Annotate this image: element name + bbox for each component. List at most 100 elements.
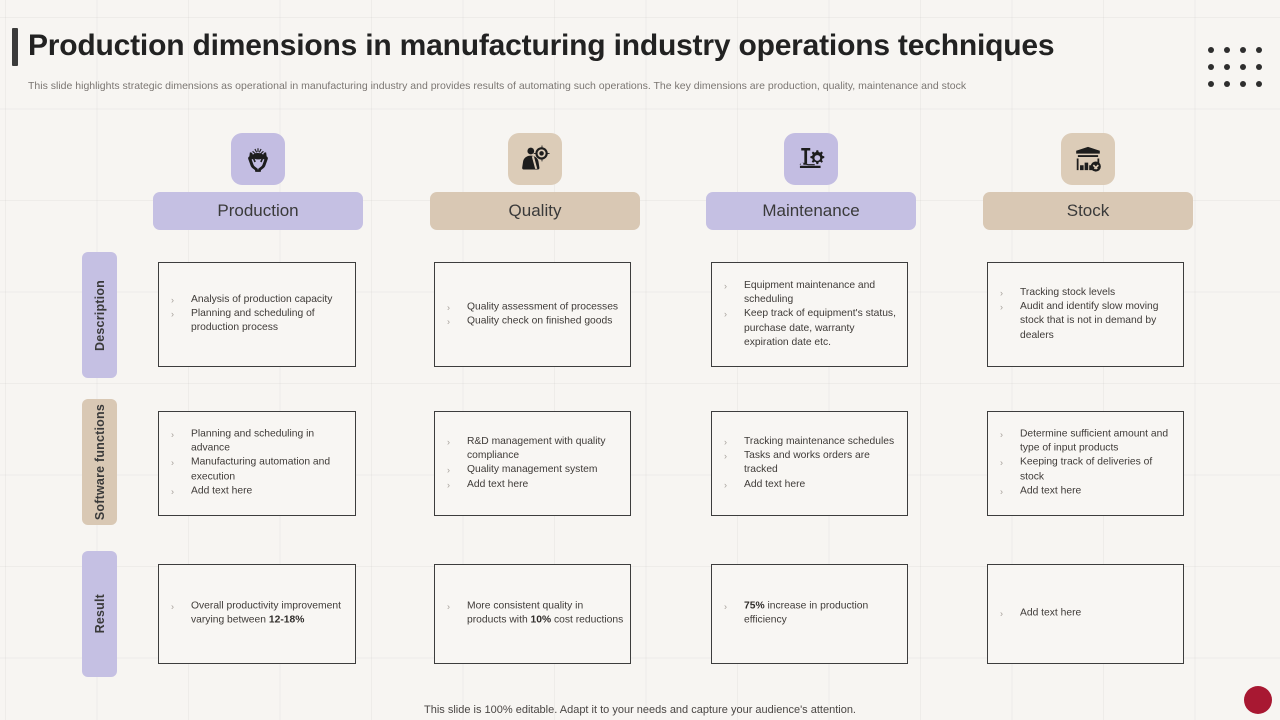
title-accent-bar bbox=[12, 28, 18, 66]
chevron-right-icon: › bbox=[1000, 608, 1003, 619]
list-item-text: Planning and scheduling of production pr… bbox=[191, 308, 315, 334]
dot bbox=[1208, 47, 1214, 53]
list-item: › Planning and scheduling of production p… bbox=[168, 307, 349, 335]
list-item: › More consistent quality in products wit… bbox=[444, 600, 624, 628]
list-item-text: Quality management system bbox=[467, 464, 598, 476]
dot bbox=[1208, 81, 1214, 87]
hands-gear-icon bbox=[243, 144, 273, 174]
list-item: ›Keep track of equipment's status, purch… bbox=[721, 307, 901, 350]
chevron-right-icon: › bbox=[724, 601, 727, 612]
list-item: › Add text here bbox=[444, 478, 624, 492]
content-cell[interactable]: ›Equipment maintenance and scheduling›Ke… bbox=[711, 262, 908, 367]
chevron-right-icon: › bbox=[447, 316, 450, 327]
column-header-maintenance[interactable]: Maintenance bbox=[706, 192, 916, 230]
content-cell[interactable]: › Determine sufficient amount and type of… bbox=[987, 411, 1184, 516]
list-item: › Determine sufficient amount and type of… bbox=[997, 427, 1177, 455]
chevron-right-icon: › bbox=[724, 451, 727, 462]
list-item-text: Add text here bbox=[191, 486, 253, 498]
chevron-right-icon: › bbox=[1000, 287, 1003, 298]
bullet-list: ›Tracking maintenance schedules›Tasks an… bbox=[721, 434, 901, 492]
dot bbox=[1256, 47, 1262, 53]
bullet-list: ›Quality assessment of processes›Quality… bbox=[444, 300, 624, 329]
chevron-right-icon: › bbox=[447, 465, 450, 476]
dot bbox=[1240, 81, 1246, 87]
list-item-text: Planning and scheduling in advance bbox=[191, 428, 315, 454]
list-item: ›Add text here bbox=[997, 485, 1177, 499]
bullet-list: ›R&D management with quality compliance›… bbox=[444, 434, 624, 492]
dot bbox=[1208, 64, 1214, 70]
chevron-right-icon: › bbox=[447, 479, 450, 490]
content-cell[interactable]: ›Tracking stock levels›Audit and identif… bbox=[987, 262, 1184, 367]
dot bbox=[1224, 81, 1230, 87]
emphasis-value: 10% bbox=[530, 614, 552, 626]
warehouse-remove-icon bbox=[1073, 144, 1103, 174]
list-item: ›Planning and scheduling in advance bbox=[168, 427, 349, 455]
list-item-text: Analysis of production capacity bbox=[191, 293, 333, 305]
chevron-right-icon: › bbox=[1000, 429, 1003, 440]
bullet-list: › More consistent quality in products wit… bbox=[444, 600, 624, 629]
chevron-right-icon: › bbox=[724, 436, 727, 447]
column-icon-tile-production bbox=[231, 133, 285, 185]
chevron-right-icon: › bbox=[447, 436, 450, 447]
column-icon-tile-stock bbox=[1061, 133, 1115, 185]
list-item-text: 75% increase in production efficiency bbox=[744, 600, 869, 626]
content-cell[interactable]: › More consistent quality in products wit… bbox=[434, 564, 631, 664]
hammer-gear-wrench-icon bbox=[796, 144, 826, 174]
list-item: ›Add text here bbox=[168, 485, 349, 499]
chevron-right-icon: › bbox=[447, 601, 450, 612]
content-cell[interactable]: ›Planning and scheduling in advance › Manu… bbox=[158, 411, 356, 516]
list-item: ›Overall productivity improvement varyin… bbox=[168, 600, 349, 628]
chevron-right-icon: › bbox=[1000, 458, 1003, 469]
row-label-text: Result bbox=[92, 594, 107, 634]
content-cell[interactable]: ›Quality assessment of processes›Quality… bbox=[434, 262, 631, 367]
column-header-quality[interactable]: Quality bbox=[430, 192, 640, 230]
page-title: Production dimensions in manufacturing i… bbox=[28, 29, 1055, 62]
bullet-list: ›Equipment maintenance and scheduling›Ke… bbox=[721, 278, 901, 350]
bullet-list: › Determine sufficient amount and type of… bbox=[997, 427, 1177, 500]
column-icon-tile-maintenance bbox=[784, 133, 838, 185]
row-label-text: Software functions bbox=[92, 403, 107, 521]
content-cell[interactable]: › 75% increase in production efficiency bbox=[711, 564, 908, 664]
list-item: › R&D management with quality compliance bbox=[444, 434, 624, 462]
row-label-result: Result bbox=[82, 551, 117, 677]
bullet-list: › 75% increase in production efficiency bbox=[721, 600, 901, 629]
list-item-text: Tracking maintenance schedules bbox=[744, 435, 895, 447]
chevron-right-icon: › bbox=[171, 294, 174, 305]
list-item: ›Audit and identify slow moving stock th… bbox=[997, 300, 1177, 343]
emphasis-value: 75% bbox=[744, 600, 765, 612]
bullet-list: ›Tracking stock levels›Audit and identif… bbox=[997, 286, 1177, 344]
list-item-text: More consistent quality in products with… bbox=[467, 600, 624, 626]
content-cell[interactable]: › Add text here bbox=[987, 564, 1184, 664]
dot bbox=[1224, 64, 1230, 70]
chevron-right-icon: › bbox=[1000, 487, 1003, 498]
list-item-text: Determine sufficient amount and type of … bbox=[1020, 428, 1169, 454]
list-item-text: Manufacturing automation and execution bbox=[191, 457, 331, 483]
list-item-text: Add text here bbox=[744, 478, 806, 490]
list-item: › Tracking maintenance schedules bbox=[721, 434, 901, 448]
row-label-text: Description bbox=[92, 279, 107, 351]
chevron-right-icon: › bbox=[171, 309, 174, 320]
content-cell[interactable]: ›Tracking maintenance schedules›Tasks an… bbox=[711, 411, 908, 516]
list-item-text: Equipment maintenance and scheduling bbox=[744, 279, 876, 305]
list-item-text: Add text here bbox=[467, 478, 529, 490]
footer-note: This slide is 100% editable. Adapt it to… bbox=[424, 704, 856, 716]
content-cell[interactable]: › Analysis of production capacity › Plannin… bbox=[158, 262, 356, 367]
list-item-text: Add text here bbox=[1020, 607, 1082, 619]
column-header-label: Maintenance bbox=[762, 201, 860, 220]
column-header-production[interactable]: Production bbox=[153, 192, 363, 230]
chevron-right-icon: › bbox=[724, 479, 727, 490]
bullet-list: › Add text here bbox=[997, 607, 1177, 622]
content-cell[interactable]: ›Overall productivity improvement varyin… bbox=[158, 564, 356, 664]
dot bbox=[1256, 64, 1262, 70]
list-item: ›Keeping track of deliveries of stock bbox=[997, 456, 1177, 484]
column-header-label: Quality bbox=[508, 201, 562, 220]
list-item: › Manufacturing automation and execution bbox=[168, 456, 349, 484]
column-header-stock[interactable]: Stock bbox=[983, 192, 1193, 230]
dot bbox=[1240, 64, 1246, 70]
chevron-right-icon: › bbox=[447, 301, 450, 312]
content-cell[interactable]: ›R&D management with quality compliance›… bbox=[434, 411, 631, 516]
chevron-right-icon: › bbox=[171, 458, 174, 469]
list-item-text: Quality check on finished goods bbox=[467, 315, 613, 327]
list-item-text: R&D management with quality compliance bbox=[467, 435, 606, 461]
